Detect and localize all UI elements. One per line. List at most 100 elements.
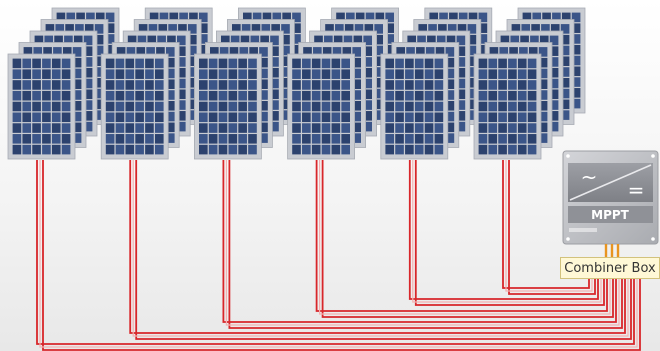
solar-cell bbox=[228, 80, 238, 90]
solar-cell bbox=[292, 58, 301, 69]
solar-cell bbox=[94, 45, 104, 56]
solar-cell bbox=[22, 112, 32, 123]
solar-cell bbox=[238, 112, 247, 123]
solar-cell bbox=[187, 34, 197, 45]
solar-cell bbox=[406, 47, 415, 57]
solar-cell bbox=[105, 101, 115, 112]
solar-cell bbox=[456, 35, 466, 46]
solar-cell bbox=[218, 80, 228, 90]
solar-cell bbox=[149, 12, 159, 23]
solar-cell bbox=[250, 35, 260, 46]
solar-cell bbox=[65, 24, 74, 34]
solar-cell bbox=[187, 88, 197, 99]
solar-cell bbox=[539, 35, 549, 46]
solar-cell bbox=[341, 80, 350, 90]
solar-cell bbox=[248, 58, 257, 69]
solar-cell bbox=[105, 90, 115, 101]
solar-cell bbox=[467, 88, 477, 99]
solar-cell bbox=[434, 90, 444, 101]
solar-cell bbox=[538, 57, 548, 68]
solar-cell bbox=[449, 12, 458, 23]
solar-cell bbox=[228, 58, 238, 69]
solar-cell bbox=[208, 90, 218, 101]
solar-cell bbox=[292, 12, 301, 23]
solar-cell bbox=[154, 144, 164, 155]
solar-cell bbox=[199, 69, 208, 79]
solar-cell bbox=[467, 34, 477, 45]
solar-cell bbox=[56, 12, 66, 23]
solar-cell bbox=[571, 88, 581, 98]
solar-cell bbox=[538, 111, 548, 122]
solar-cell bbox=[510, 35, 520, 46]
solar-cell bbox=[239, 47, 249, 57]
solar-cell bbox=[51, 58, 61, 69]
solar-cell bbox=[238, 101, 247, 112]
solar-cell bbox=[456, 57, 466, 67]
solar-cell bbox=[313, 47, 322, 57]
solar-cell bbox=[249, 47, 258, 57]
solar-cell bbox=[325, 24, 334, 34]
solar-cell bbox=[538, 90, 548, 100]
solar-cell bbox=[83, 35, 93, 46]
solar-cell bbox=[61, 58, 71, 69]
solar-cell bbox=[342, 47, 352, 57]
solar-cell bbox=[405, 90, 414, 101]
solar-cell bbox=[167, 35, 176, 46]
solar-cell bbox=[571, 66, 581, 77]
solar-cell bbox=[456, 89, 466, 100]
solar-cell bbox=[232, 24, 241, 34]
solar-cell bbox=[321, 112, 331, 123]
solar-cell bbox=[405, 123, 414, 133]
solar-cell bbox=[331, 90, 341, 101]
solar-cell bbox=[385, 58, 395, 69]
solar-cell bbox=[145, 90, 154, 101]
solar-cell bbox=[86, 12, 95, 23]
solar-cell bbox=[341, 134, 350, 144]
solar-cell bbox=[165, 47, 175, 57]
solar-cell bbox=[467, 110, 477, 120]
solar-cell bbox=[385, 90, 395, 101]
solar-cell bbox=[517, 134, 527, 144]
solar-cell bbox=[228, 134, 238, 144]
solar-cell bbox=[456, 100, 466, 110]
solar-cell bbox=[498, 69, 507, 79]
solar-cell bbox=[72, 100, 82, 111]
solar-cell bbox=[374, 88, 383, 99]
solar-cell bbox=[94, 77, 104, 88]
solar-cell bbox=[240, 35, 250, 46]
solar-cell bbox=[270, 67, 279, 78]
solar-cell bbox=[135, 69, 144, 79]
solar-cell bbox=[248, 69, 257, 79]
solar-cell bbox=[434, 134, 444, 144]
solar-cell bbox=[571, 55, 581, 66]
solar-cell bbox=[281, 77, 290, 88]
solar-cell bbox=[517, 101, 527, 112]
solar-cell bbox=[154, 80, 164, 90]
panel-stack bbox=[473, 7, 586, 160]
solar-cell bbox=[72, 90, 82, 100]
solar-cell bbox=[281, 88, 290, 99]
solar-cell bbox=[530, 35, 539, 46]
solar-cell bbox=[341, 112, 350, 123]
solar-cell bbox=[208, 58, 218, 69]
string-wire bbox=[36, 160, 641, 351]
solar-cell bbox=[32, 101, 41, 112]
solar-cell bbox=[424, 69, 434, 79]
solar-cell bbox=[241, 24, 251, 34]
solar-cell bbox=[527, 112, 537, 123]
solar-cell bbox=[355, 12, 365, 23]
solar-cell bbox=[353, 35, 363, 46]
solar-cell bbox=[352, 111, 361, 122]
solar-cell bbox=[32, 123, 41, 133]
solar-cell bbox=[105, 34, 115, 44]
solar-cell bbox=[281, 45, 290, 56]
solar-cell bbox=[187, 67, 197, 77]
solar-cell bbox=[138, 24, 148, 34]
solar-cell bbox=[53, 47, 62, 57]
solar-cell bbox=[425, 47, 435, 57]
solar-cell bbox=[135, 58, 144, 69]
solar-cell bbox=[456, 46, 466, 56]
solar-cell bbox=[435, 47, 445, 57]
solar-cell bbox=[83, 67, 93, 78]
solar-cell bbox=[292, 44, 301, 55]
